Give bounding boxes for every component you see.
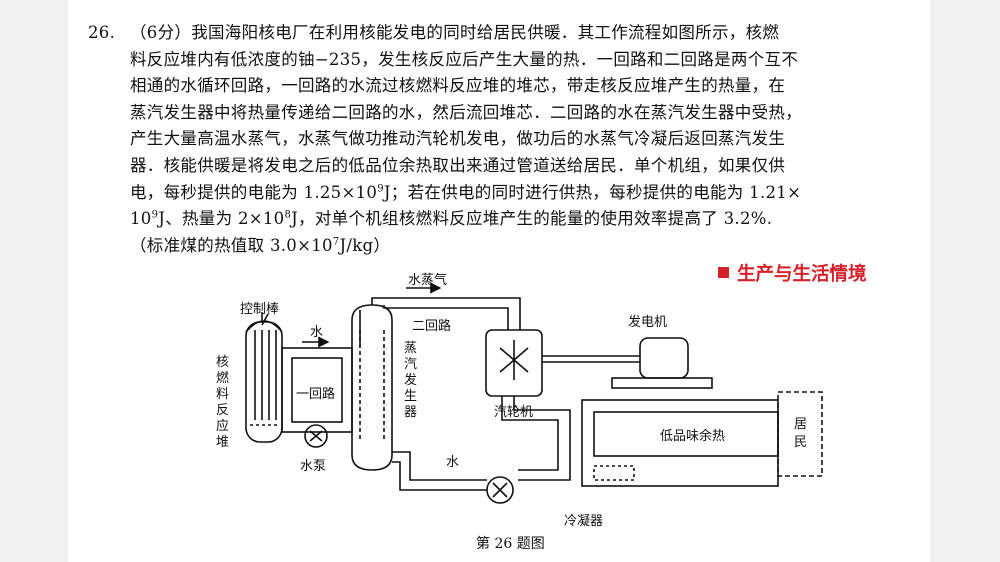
figure-caption: 第 26 题图 xyxy=(476,535,545,552)
question-note: （标准煤的热值取 3.0×107J/kg） xyxy=(130,235,391,255)
svg-text:发: 发 xyxy=(404,372,417,388)
svg-text:应: 应 xyxy=(216,418,229,434)
steam-generator xyxy=(351,304,393,471)
secondary-loop-pipe xyxy=(392,396,571,504)
svg-text:生: 生 xyxy=(404,389,417,404)
reactor-vessel xyxy=(245,312,283,443)
control-rod-label: 控制棒 xyxy=(240,302,279,317)
turbine-label: 汽轮机 xyxy=(494,405,533,420)
svg-text:民: 民 xyxy=(794,435,807,450)
question-line: 料反应堆内有低浓度的铀−235，发生核反应后产生大量的热．一回路和二回路是两个互… xyxy=(130,49,799,69)
question-line: （6分）我国海阳核电厂在利用核能发电的同时给居民供暖．其工作流程如图所示，核燃 xyxy=(130,23,780,42)
tag-square-icon xyxy=(718,267,729,278)
question-line: 蒸汽发生器中将热量传递给二回路的水，然后流回堆芯．二回路的水在蒸汽发生器中受热， xyxy=(130,102,802,122)
question-line: 电，每秒提供的电能为 1.25×109J；若在供电的同时进行供热，每秒提供的电能… xyxy=(130,182,802,202)
svg-text:反: 反 xyxy=(216,403,229,418)
svg-text:汽: 汽 xyxy=(404,357,417,372)
svg-text:居: 居 xyxy=(794,417,807,432)
water-label-top: 水 xyxy=(310,325,323,340)
svg-text:燃: 燃 xyxy=(216,370,229,386)
residents-label: 居 民 xyxy=(794,417,807,450)
context-tag: 生产与生活情境 xyxy=(718,260,867,286)
question-line: 器．核能供暖是将发电之后的低品位余热取出来通过管道送给居民．单个机组，如果仅供 xyxy=(130,155,786,175)
document-page xyxy=(68,0,930,562)
question-number: 26. xyxy=(88,23,116,42)
svg-text:堆: 堆 xyxy=(216,435,229,450)
context-tag-label: 生产与生活情境 xyxy=(737,264,867,285)
water-label-bottom: 水 xyxy=(446,455,459,470)
loop1-label: 一回路 xyxy=(296,386,335,402)
svg-text:器: 器 xyxy=(404,405,417,420)
condenser-label: 冷凝器 xyxy=(564,513,603,529)
question-text: 26. （6分）我国海阳核电厂在利用核能发电的同时给居民供暖．其工作流程如图所示，… xyxy=(88,20,908,259)
svg-text:蒸: 蒸 xyxy=(404,341,417,356)
turbine-casing xyxy=(485,329,543,397)
residents-box xyxy=(777,391,823,477)
svg-text:料: 料 xyxy=(216,387,229,402)
question-line: 109J、热量为 2×108J，对单个机组核燃料反应堆产生的能量的使用效率提高了… xyxy=(130,209,773,229)
steam-label: 水蒸气 xyxy=(408,272,447,288)
loop2-label: 二回路 xyxy=(412,318,451,334)
svg-text:核: 核 xyxy=(216,355,229,370)
steam-pipe xyxy=(371,297,521,330)
question-line: 产生大量高温水蒸气，水蒸气做功推动汽轮机发电，做功后的水蒸气冷凝后返回蒸汽发生 xyxy=(130,129,786,149)
pump-label: 水泵 xyxy=(300,459,326,474)
reactor-label: 核 燃 料 反 应 堆 xyxy=(216,355,229,450)
question-line: 相通的水循环回路，一回路的水流过核燃料反应堆的堆芯，带走核反应堆产生的热量，在 xyxy=(130,76,786,96)
generator-set xyxy=(542,337,713,389)
generator-label: 发电机 xyxy=(628,314,667,330)
steam-generator-label: 蒸 汽 发 生 器 xyxy=(404,341,417,420)
waste-heat-label: 低品味余热 xyxy=(660,428,725,444)
